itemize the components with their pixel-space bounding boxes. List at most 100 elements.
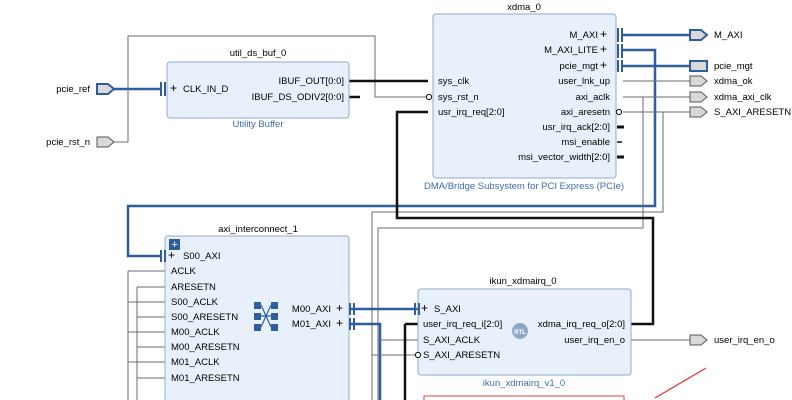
- input-port-arrow-icon: [96, 83, 116, 95]
- inverted-output-bubble-icon: [615, 108, 623, 116]
- svg-text:M_AXI: M_AXI: [714, 30, 743, 41]
- port-s00-aresetn[interactable]: S00_ARESETN: [171, 312, 238, 323]
- port-sys-rst-n[interactable]: sys_rst_n: [438, 92, 479, 103]
- wire-ic-clk-taps[interactable]: [128, 270, 165, 363]
- svg-text:pcie_ref: pcie_ref: [56, 84, 90, 95]
- block-instance-name: xdma_0: [507, 2, 541, 13]
- bus-connector-icon: [414, 303, 420, 315]
- inverted-input-bubble-icon: [414, 351, 422, 359]
- expand-plus-icon[interactable]: +: [336, 316, 343, 330]
- port-s-axi[interactable]: S_AXI: [434, 304, 461, 315]
- expand-plus-icon[interactable]: +: [168, 248, 175, 262]
- expand-plus-icon[interactable]: +: [336, 301, 343, 315]
- wire-pcie-rst-n[interactable]: [114, 35, 428, 143]
- port-clk-in-d[interactable]: CLK_IN_D: [183, 84, 229, 95]
- svg-text:S_AXI_ARESETN: S_AXI_ARESETN: [714, 107, 791, 118]
- wire-ic-rst-taps[interactable]: [137, 286, 165, 379]
- output-port-arrow-icon: [689, 334, 708, 346]
- port-ibuf-ds-odiv2[interactable]: IBUF_DS_ODIV2[0:0]: [252, 92, 344, 103]
- port-user-irq-req-i[interactable]: user_irq_req_i[2:0]: [423, 319, 502, 330]
- port-sys-clk[interactable]: sys_clk: [438, 76, 469, 87]
- block-body: [166, 61, 350, 119]
- port-m01-aclk[interactable]: M01_ACLK: [171, 357, 220, 368]
- port-msi-enable[interactable]: msi_enable: [561, 137, 610, 148]
- port-pcie-rst-n[interactable]: pcie_rst_n: [46, 136, 115, 148]
- expand-plus-icon[interactable]: +: [170, 81, 177, 95]
- expand-plus-icon[interactable]: +: [600, 27, 607, 41]
- port-msi-vector-width[interactable]: msi_vector_width[2:0]: [518, 152, 610, 163]
- port-m-axi[interactable]: M_AXI: [689, 29, 743, 41]
- block-subtitle: DMA/Bridge Subsystem for PCI Express (PC…: [424, 181, 624, 192]
- wire-m01-axi[interactable]: [350, 322, 382, 400]
- output-port-arrow-icon: [689, 75, 708, 87]
- block-xdma[interactable]: xdma_0 sys_clk sys_rst_n usr_irq_req[2:0…: [424, 2, 624, 192]
- port-xdma-irq-req-o[interactable]: xdma_irq_req_o[2:0]: [538, 319, 625, 330]
- port-user-irq-en-o[interactable]: user_irq_en_o: [689, 334, 775, 346]
- wire-axi-aclk-down[interactable]: [377, 97, 644, 400]
- bus-connector-icon: [349, 303, 355, 330]
- svg-text:xdma_axi_clk: xdma_axi_clk: [714, 92, 772, 103]
- inverted-input-bubble-icon: [425, 93, 433, 101]
- port-aresetn[interactable]: ARESETN: [171, 282, 216, 293]
- port-user-lnk-up[interactable]: user_lnk_up: [558, 76, 610, 87]
- port-s-axi-aresetn[interactable]: S_AXI_ARESETN: [689, 106, 791, 118]
- rtl-badge-label: RTL: [514, 330, 526, 336]
- block-instance-name: axi_interconnect_1: [218, 224, 298, 235]
- block-ikun-xdmairq[interactable]: ikun_xdmairq_0 + S_AXI user_irq_req_i[2:…: [414, 276, 632, 389]
- block-axi-interconnect[interactable]: axi_interconnect_1 + + S00_AXI ACLK ARES…: [160, 224, 355, 400]
- port-axi-aresetn[interactable]: axi_aresetn: [561, 107, 610, 118]
- port-m-axi-lite[interactable]: M_AXI_LITE: [544, 45, 598, 56]
- block-instance-name: util_ds_buf_0: [230, 48, 287, 59]
- port-m01-axi[interactable]: M01_AXI: [292, 319, 331, 330]
- port-usr-irq-req[interactable]: usr_irq_req[2:0]: [438, 107, 505, 118]
- bidir-port-icon: [689, 60, 708, 72]
- bus-connector-icon: [160, 250, 166, 262]
- input-port-arrow-icon: [96, 136, 115, 148]
- wire-m-axi-lite[interactable]: [126, 48, 657, 258]
- plus-glyph: +: [172, 239, 178, 251]
- port-xdma-ok[interactable]: xdma_ok: [689, 75, 753, 87]
- port-xdma-axi-clk[interactable]: xdma_axi_clk: [689, 91, 772, 103]
- svg-text:pcie_mgt: pcie_mgt: [714, 61, 753, 72]
- red-selection-box: [423, 395, 625, 400]
- port-aclk[interactable]: ACLK: [171, 266, 196, 277]
- collapse-hierarchy-icon[interactable]: [169, 239, 180, 250]
- bus-connector-icon: [617, 28, 623, 72]
- port-m00-aresetn[interactable]: M00_ARESETN: [171, 342, 240, 353]
- svg-text:xdma_ok: xdma_ok: [714, 76, 753, 87]
- output-port-arrow-icon: [689, 91, 708, 103]
- svg-text:user_irq_en_o: user_irq_en_o: [714, 335, 775, 346]
- port-user-irq-en-o[interactable]: user_irq_en_o: [564, 335, 625, 346]
- rtl-badge-icon: [512, 323, 528, 339]
- red-annotation-line: [654, 367, 707, 399]
- output-port-arrow-icon: [689, 106, 708, 118]
- expand-plus-icon[interactable]: +: [421, 301, 428, 315]
- wire-usr-irq-req[interactable]: [395, 110, 655, 326]
- port-s00-axi[interactable]: S00_AXI: [183, 251, 221, 262]
- port-m-axi[interactable]: M_AXI: [569, 30, 598, 41]
- port-pcie-mgt[interactable]: pcie_mgt: [689, 60, 753, 72]
- expand-plus-icon[interactable]: +: [600, 58, 607, 72]
- port-pcie-ref[interactable]: pcie_ref: [56, 83, 116, 95]
- wire-user-irq-req-i[interactable]: [403, 322, 418, 400]
- svg-text:pcie_rst_n: pcie_rst_n: [46, 137, 90, 148]
- block-util-ds-buf[interactable]: util_ds_buf_0 + CLK_IN_D IBUF_OUT[0:0] I…: [160, 48, 350, 130]
- port-s-axi-aresetn[interactable]: S_AXI_ARESETN: [423, 350, 500, 361]
- expand-plus-icon[interactable]: +: [600, 42, 607, 56]
- block-subtitle: Utility Buffer: [232, 119, 283, 130]
- port-s-axi-aclk[interactable]: S_AXI_ACLK: [423, 335, 481, 346]
- port-usr-irq-ack[interactable]: usr_irq_ack[2:0]: [542, 122, 610, 133]
- port-ibuf-out[interactable]: IBUF_OUT[0:0]: [279, 76, 344, 87]
- port-m00-axi[interactable]: M00_AXI: [292, 304, 331, 315]
- port-axi-aclk[interactable]: axi_aclk: [576, 92, 611, 103]
- port-m01-aresetn[interactable]: M01_ARESETN: [171, 373, 240, 384]
- wire-axi-aresetn-down[interactable]: [371, 112, 664, 400]
- crossbar-icon: [254, 302, 278, 331]
- block-instance-name: ikun_xdmairq_0: [489, 276, 556, 287]
- output-port-arrow-icon: [689, 29, 709, 41]
- port-m00-aclk[interactable]: M00_ACLK: [171, 327, 220, 338]
- block-subtitle: ikun_xdmairq_v1_0: [483, 378, 565, 389]
- port-pcie-mgt[interactable]: pcie_mgt: [559, 61, 598, 72]
- port-s00-aclk[interactable]: S00_ACLK: [171, 297, 219, 308]
